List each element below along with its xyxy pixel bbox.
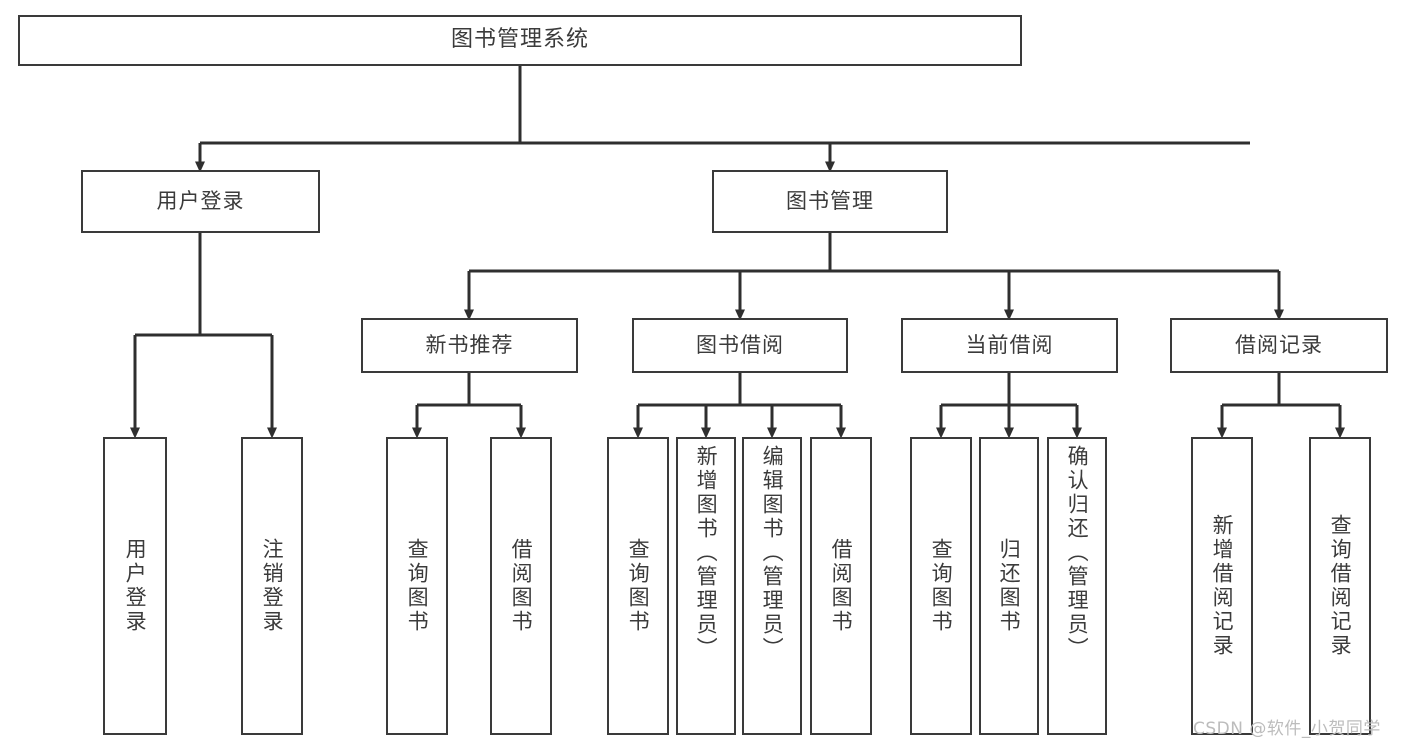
leaf-current-return-book[interactable]: 归还图书 [979,437,1039,735]
node-book-manage[interactable]: 图书管理 [712,170,948,233]
leaf-borrow-query-book[interactable]: 查询图书 [607,437,669,735]
leaf-user-login[interactable]: 用户登录 [103,437,167,735]
leaf-borrow-edit-book-admin[interactable]: 编辑图书（管理员） [742,437,802,735]
leaf-logout[interactable]: 注销登录 [241,437,303,735]
node-new-book-recommend[interactable]: 新书推荐 [361,318,578,373]
node-borrow-records[interactable]: 借阅记录 [1170,318,1388,373]
node-root-system[interactable]: 图书管理系统 [18,15,1022,66]
leaf-newbook-query-book[interactable]: 查询图书 [386,437,448,735]
leaf-records-query-record[interactable]: 查询借阅记录 [1309,437,1371,735]
leaf-current-query-book[interactable]: 查询图书 [910,437,972,735]
leaf-records-add-record[interactable]: 新增借阅记录 [1191,437,1253,735]
node-book-borrow[interactable]: 图书借阅 [632,318,848,373]
leaf-borrow-borrow-book[interactable]: 借阅图书 [810,437,872,735]
leaf-newbook-borrow-book[interactable]: 借阅图书 [490,437,552,735]
leaf-borrow-add-book-admin[interactable]: 新增图书（管理员） [676,437,736,735]
leaf-current-confirm-return-admin[interactable]: 确认归还（管理员） [1047,437,1107,735]
node-user-login[interactable]: 用户登录 [81,170,320,233]
node-current-borrow[interactable]: 当前借阅 [901,318,1118,373]
csdn-watermark: CSDN @软件_小贺同学 [1193,719,1381,739]
